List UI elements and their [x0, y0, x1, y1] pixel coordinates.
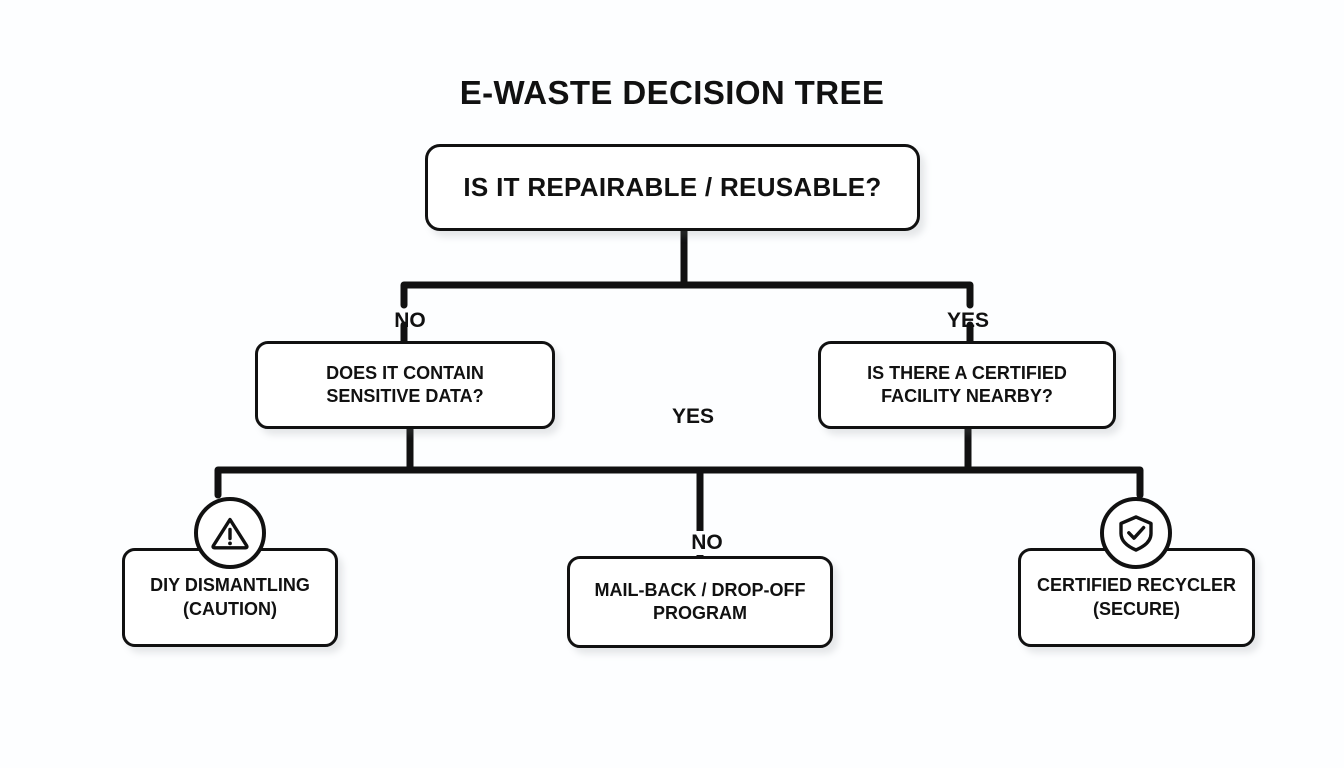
- node-diy-dismantling-label: DIY DISMANTLING (CAUTION): [140, 574, 320, 620]
- node-diy-dismantling-line1: DIY DISMANTLING: [150, 575, 310, 596]
- node-root-label: IS IT REPAIRABLE / REUSABLE?: [463, 171, 882, 202]
- edge-lower-bus: [214, 466, 1144, 499]
- warning-triangle-icon: [194, 497, 266, 569]
- node-certified-recycler-line1: CERTIFIED RECYCLER: [1036, 575, 1236, 596]
- node-sensitive-data-line2: SENSITIVE DATA?: [326, 386, 484, 406]
- node-sensitive-data-line1: DOES IT CONTAIN: [326, 362, 484, 383]
- node-mail-back-program[interactable]: MAIL-BACK / DROP-OFF PROGRAM: [567, 556, 833, 648]
- edge-label-no-left: NO: [394, 309, 426, 332]
- node-certified-recycler-line2: (SECURE): [1092, 598, 1180, 619]
- node-sensitive-data[interactable]: DOES IT CONTAIN SENSITIVE DATA?: [255, 341, 555, 429]
- node-certified-facility-line1: IS THERE A CERTIFIED: [867, 362, 1067, 383]
- edge-label-yes-right: YES: [946, 309, 990, 332]
- shield-check-icon: [1100, 497, 1172, 569]
- node-certified-facility[interactable]: IS THERE A CERTIFIED FACILITY NEARBY?: [818, 341, 1116, 429]
- node-mail-back-program-line1: MAIL-BACK / DROP-OFF: [594, 579, 806, 600]
- node-diy-dismantling-line2: (CAUTION): [183, 598, 277, 619]
- node-root[interactable]: IS IT REPAIRABLE / REUSABLE?: [425, 144, 920, 231]
- edge-label-no-middle: NO: [650, 531, 764, 555]
- node-certified-facility-line2: FACILITY NEARBY?: [881, 386, 1053, 406]
- page-title: E-WASTE DECISION TREE: [459, 74, 885, 111]
- edge-upper-bus: [400, 281, 974, 309]
- node-sensitive-data-label: DOES IT CONTAIN SENSITIVE DATA?: [316, 362, 494, 408]
- edge-label-yes-middle: YES: [671, 405, 715, 428]
- node-mail-back-program-label: MAIL-BACK / DROP-OFF PROGRAM: [585, 579, 816, 625]
- node-certified-facility-label: IS THERE A CERTIFIED FACILITY NEARBY?: [857, 362, 1077, 408]
- node-mail-back-program-line2: PROGRAM: [652, 603, 747, 623]
- node-certified-recycler-label: CERTIFIED RECYCLER (SECURE): [1027, 574, 1246, 620]
